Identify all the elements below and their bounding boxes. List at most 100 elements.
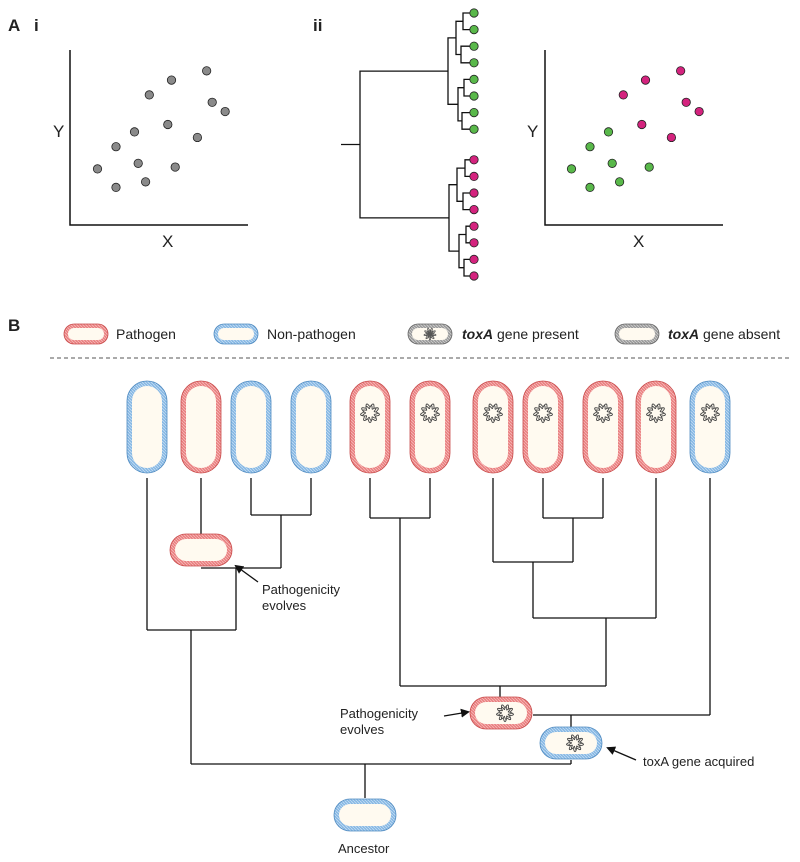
legend-non-pathogen-swatch — [213, 323, 259, 345]
node-cell-pathogenicity-1 — [169, 533, 233, 567]
gene-icon — [360, 403, 380, 424]
scatter-i-points — [92, 66, 230, 192]
cladogram-branch — [463, 78, 470, 97]
cladogram-branch — [359, 70, 449, 219]
ancestor-label: Ancestor — [338, 841, 390, 856]
tip-cell-pathogen — [409, 380, 451, 474]
node-cell-ancestor — [333, 798, 397, 832]
legend-gene-present-rest: gene present — [493, 326, 579, 342]
legend-non-pathogen-label: Non-pathogen — [267, 326, 356, 342]
scatter-colored-axes — [544, 50, 723, 226]
tip-cells — [126, 380, 731, 474]
cladogram-tip — [469, 124, 479, 134]
tip-cell-pathogen — [635, 380, 677, 474]
scatter-colored-y-label: Y — [527, 122, 538, 141]
scatter-point — [640, 75, 651, 85]
scatter-plot-i: Y X — [53, 50, 248, 251]
scatter-point — [92, 164, 103, 174]
scatter-point — [111, 182, 121, 192]
cladogram-branch — [462, 12, 470, 31]
scatter-point — [166, 75, 177, 85]
scatter-point — [111, 142, 121, 152]
legend-gene-absent-swatch — [614, 323, 660, 345]
gene-icon — [646, 403, 666, 424]
tip-cell-pathogen — [180, 380, 222, 474]
panel-label-a-i: i — [34, 16, 39, 35]
panel-label-a: A — [8, 16, 20, 35]
scatter-i-x-label: X — [162, 232, 173, 251]
pathogenicity-arrow-1 — [234, 564, 259, 583]
cladogram-tip — [469, 254, 479, 264]
scatter-point — [144, 90, 154, 100]
cladogram-branch — [460, 45, 470, 64]
cladogram-branch — [462, 192, 470, 211]
cladogram-tip — [469, 205, 479, 215]
tip-cell-non-pathogen — [689, 380, 731, 474]
scatter-colored-x-label: X — [633, 232, 644, 251]
cladogram-tip — [469, 221, 479, 231]
cladogram-tip — [469, 74, 479, 85]
cladogram-branch — [464, 159, 470, 178]
scatter-point — [607, 158, 617, 168]
tip-cell-pathogen — [582, 380, 624, 474]
tip-cell-pathogen — [472, 380, 514, 474]
scatter-point — [170, 162, 180, 172]
cladogram-tip — [469, 155, 479, 165]
legend-gene-present-em: toxA — [462, 326, 493, 342]
scatter-point — [133, 158, 143, 168]
gene-icon — [495, 704, 515, 723]
legend: Pathogen Non-pathogen toxA gene present … — [63, 323, 780, 345]
tip-cell-non-pathogen — [230, 380, 272, 474]
scatter-point — [644, 162, 654, 172]
scatter-point — [129, 127, 140, 137]
cladogram-tip — [469, 238, 479, 248]
toxa-arrow — [606, 746, 637, 761]
scatter-point — [207, 97, 217, 107]
scatter-point — [163, 119, 173, 130]
cladogram-branch — [457, 87, 464, 122]
scatter-point — [618, 90, 628, 100]
scatter-point — [666, 132, 677, 143]
pathogenicity-label-2a: Pathogenicity — [340, 706, 419, 721]
gene-icon — [423, 327, 437, 341]
cladogram-tip — [469, 25, 479, 35]
cladogram-tip — [469, 271, 479, 281]
internal-node-cells — [169, 533, 603, 832]
cladogram-tip — [469, 58, 479, 68]
scatter-point — [694, 106, 704, 117]
legend-pathogen-label: Pathogen — [116, 326, 176, 342]
cladogram-tip — [469, 8, 479, 18]
phylogeny-tree — [146, 478, 711, 798]
scatter-point — [220, 106, 230, 117]
pathogenicity-label-2b: evolves — [340, 722, 385, 737]
scatter-point — [202, 66, 212, 76]
gene-icon — [700, 403, 720, 424]
cladogram-tip — [469, 91, 479, 101]
legend-gene-present-label: toxA gene present — [462, 326, 579, 342]
scatter-plot-colored: Y X — [527, 50, 723, 251]
scatter-point — [637, 119, 647, 130]
tip-cell-non-pathogen — [126, 380, 168, 474]
cladogram-branch — [465, 225, 470, 244]
scatter-point — [676, 66, 686, 76]
legend-gene-absent-label: toxA gene absent — [668, 326, 780, 342]
panel-label-a-ii: ii — [313, 16, 322, 35]
pathogenicity-label-1b: evolves — [262, 598, 307, 613]
pathogenicity-label-1a: Pathogenicity — [262, 582, 341, 597]
pathogenicity-arrow-2 — [443, 708, 470, 718]
scatter-point — [141, 177, 151, 187]
scatter-point — [614, 177, 625, 187]
legend-pathogen-swatch — [63, 323, 109, 345]
scatter-i-y-label: Y — [53, 122, 64, 141]
scatter-point — [585, 182, 595, 192]
scatter-colored-points — [566, 66, 704, 192]
node-cell-toxa-acquired — [539, 726, 603, 760]
tip-cell-pathogen — [349, 380, 391, 474]
cladogram-branch — [463, 258, 470, 277]
cladogram-tip — [469, 41, 479, 51]
gene-icon — [483, 403, 503, 424]
gene-icon — [593, 403, 613, 424]
legend-gene-absent-em: toxA — [668, 326, 699, 342]
scatter-point — [192, 132, 202, 143]
